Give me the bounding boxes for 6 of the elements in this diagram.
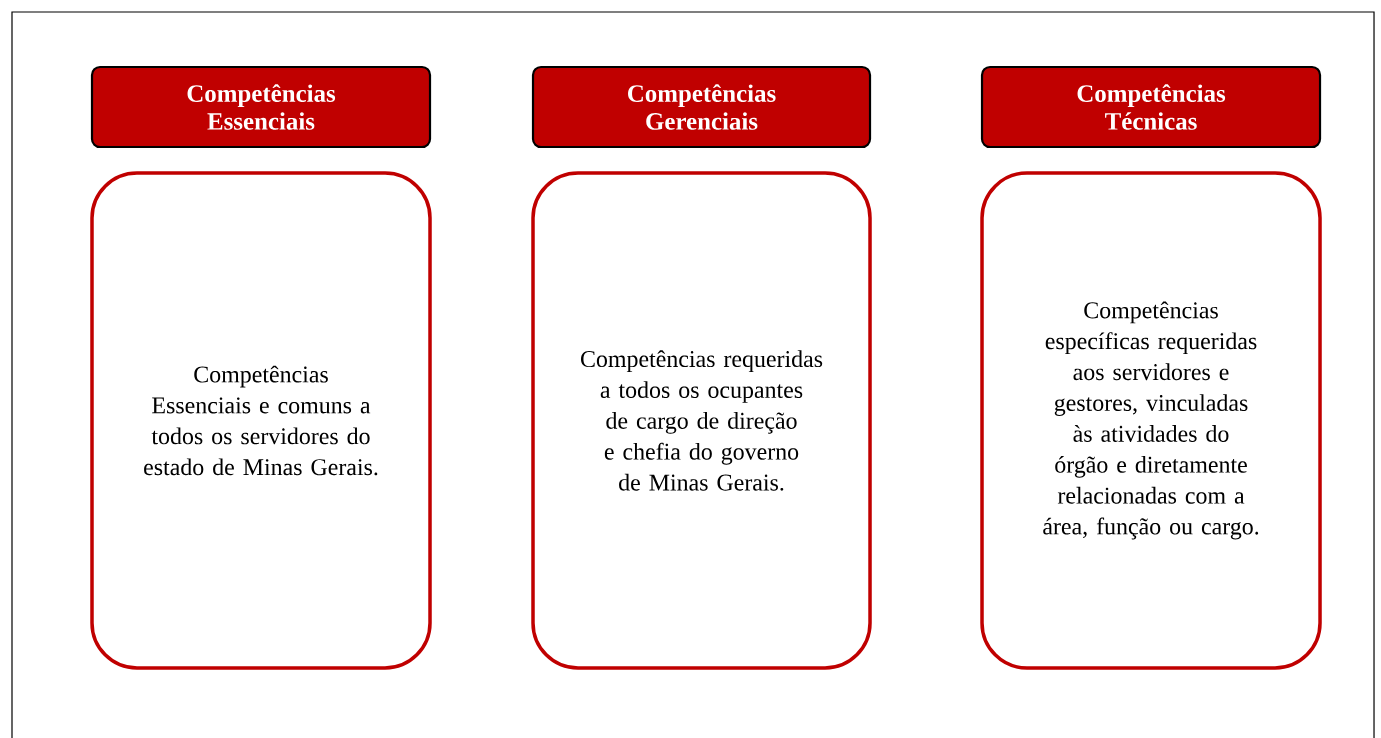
category-header: Competências Técnicas xyxy=(980,65,1322,149)
description-box: Competências específicas requeridas aos servidores e gestores, vinculadas às atividades do órgão e diretamente relacionadas com a área, função ou cargo. xyxy=(980,171,1322,670)
description-box: Competências requeridas a todos os ocupantes de cargo de direção e chefia do governo de Minas Gerais. xyxy=(531,171,872,670)
category-header: Competências Essenciais xyxy=(90,65,432,149)
description-box: Competências Essenciais e comuns a todos os servidores do estado de Minas Gerais. xyxy=(90,171,432,670)
category-header: Competências Gerenciais xyxy=(531,65,872,149)
